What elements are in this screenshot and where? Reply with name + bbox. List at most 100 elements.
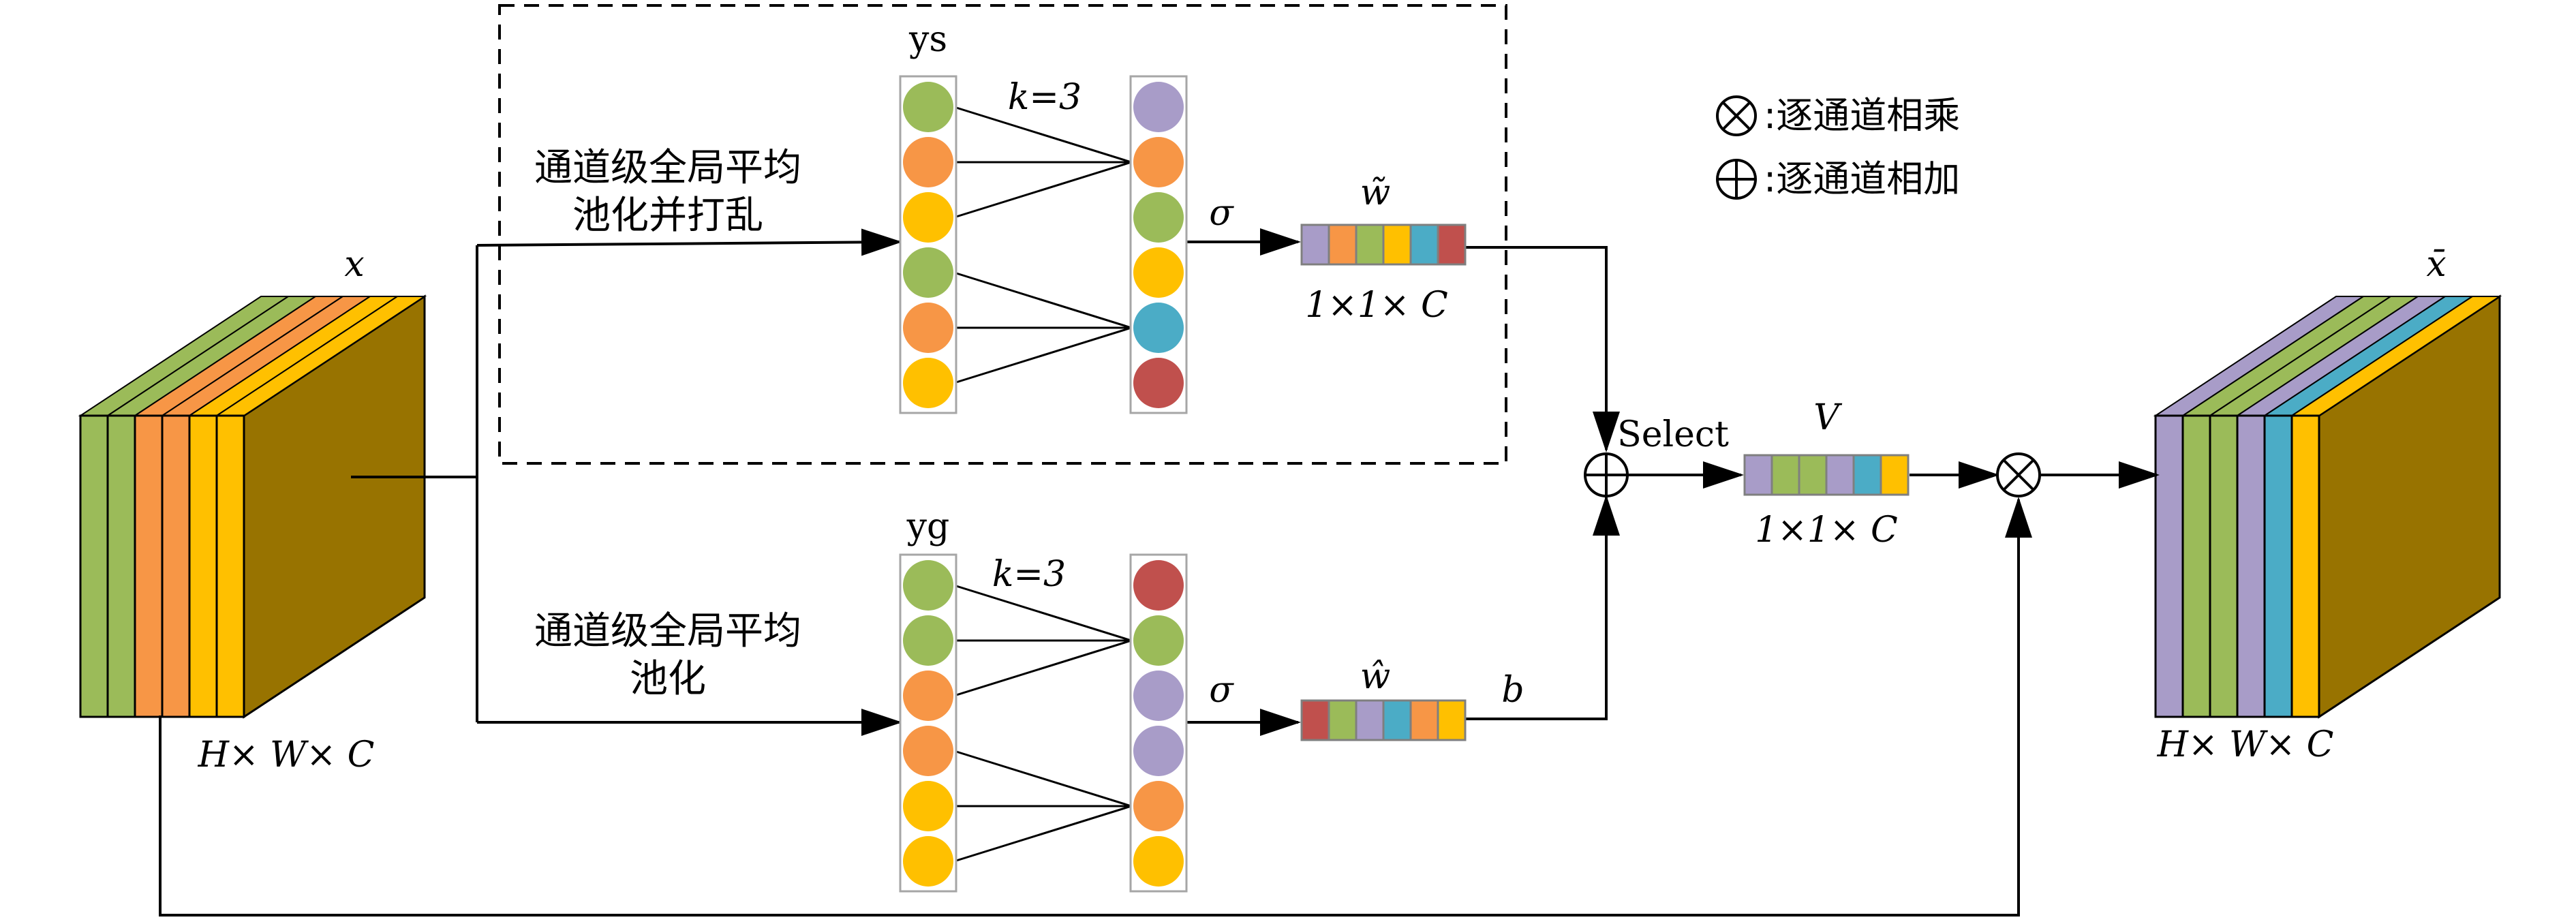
- sigma-bottom-label: σ: [1209, 670, 1234, 711]
- w-hat-cell: [1328, 699, 1358, 741]
- input-layer: [161, 414, 191, 718]
- yg-out-channel-circle: [1133, 726, 1184, 776]
- conv-line: [953, 584, 1132, 642]
- yg-conv-output-column: [1129, 553, 1188, 893]
- ys-conv-output-column: [1129, 75, 1188, 414]
- output-dims-label: H× W× C: [2157, 724, 2334, 765]
- v-label: V: [1813, 397, 1842, 438]
- v-cell: [1743, 454, 1773, 496]
- input-feature-map: [78, 294, 427, 719]
- v-cell: [1825, 454, 1855, 496]
- ys-out-channel-circle: [1133, 247, 1184, 298]
- w-hat-cell: [1382, 699, 1412, 741]
- yg-column-frame: [899, 553, 957, 893]
- k-bottom-label: k=3: [992, 554, 1066, 595]
- yg-out-channel-circle: [1133, 615, 1184, 666]
- legend-add-icon: [1716, 159, 1757, 200]
- plain-branch-label-line2: 池化: [630, 657, 706, 701]
- output-feature-map: [2153, 294, 2502, 719]
- yg-channel-circle: [903, 726, 953, 776]
- skip-connection-line: [159, 497, 2032, 917]
- plain-branch-label-line1: 通道级全局平均: [534, 609, 801, 653]
- ys-out-channel-circle: [1133, 192, 1184, 243]
- input-layer: [134, 414, 164, 718]
- ys-out-column-frame: [1129, 75, 1188, 414]
- input-label: x: [344, 244, 364, 285]
- w-tilde-cell: [1355, 224, 1385, 266]
- ys-channel-circle: [903, 358, 953, 408]
- ys-column-frame: [899, 75, 957, 414]
- legend-add-label: :逐通道相加: [1764, 157, 1960, 200]
- ys-channel-circle: [903, 82, 953, 132]
- w-hat-cell: [1300, 699, 1330, 741]
- ys-channel-circle: [903, 247, 953, 298]
- output-layer: [2181, 414, 2211, 718]
- input-dims-label: H× W× C: [198, 735, 375, 775]
- yg-channel-circle: [903, 836, 953, 887]
- multiply-operator-icon: [1996, 452, 2041, 497]
- shuffle-branch-box: [498, 4, 1507, 465]
- w-hat-cell: [1355, 699, 1385, 741]
- yg-out-channel-circle: [1133, 781, 1184, 831]
- output-layer: [2236, 414, 2266, 718]
- v-cell: [1852, 454, 1882, 496]
- ys-out-channel-circle: [1133, 82, 1184, 132]
- w-tilde-dims-label: 1×1× C: [1305, 285, 1448, 326]
- w-hat-label: ŵ: [1360, 656, 1391, 697]
- conv-connections: [953, 106, 1132, 863]
- output-layer: [2263, 414, 2293, 718]
- ys-channel-circle: [903, 192, 953, 243]
- yg-channel-circle: [903, 781, 953, 831]
- conv-line: [953, 326, 1132, 384]
- sigma-top-label: σ: [1209, 193, 1234, 234]
- k-top-label: k=3: [1008, 77, 1082, 118]
- input-layer: [188, 414, 218, 718]
- conv-line: [953, 639, 1132, 697]
- w-tilde-cell: [1382, 224, 1412, 266]
- yg-out-channel-circle: [1133, 836, 1184, 887]
- add-operator-icon: [1584, 452, 1629, 497]
- conv-line: [953, 271, 1132, 329]
- connectors: [159, 228, 2160, 917]
- output-layer: [2209, 414, 2239, 718]
- w-tilde-vector: [1300, 224, 1467, 266]
- w-tilde-cell: [1409, 224, 1439, 266]
- v-cell: [1880, 454, 1910, 496]
- select-label: Select: [1617, 414, 1729, 455]
- w-tilde-cell: [1300, 224, 1330, 266]
- conv-line: [953, 805, 1132, 863]
- output-label: x̄: [2426, 244, 2446, 285]
- v-cell: [1798, 454, 1828, 496]
- conv-line: [953, 106, 1132, 164]
- v-vector: [1743, 454, 1910, 496]
- w-tilde-to-add: [1465, 246, 1620, 452]
- output-layer: [2290, 414, 2320, 718]
- yg-channel-circle: [903, 671, 953, 721]
- ys-label: ys: [908, 19, 947, 60]
- w-tilde-label: w̃: [1360, 172, 1391, 213]
- ys-out-channel-circle: [1133, 137, 1184, 187]
- legend: :逐通道相乘 :逐通道相加: [1716, 94, 1960, 200]
- shuffle-branch-label-line1: 通道级全局平均: [534, 146, 801, 190]
- yg-out-channel-circle: [1133, 671, 1184, 721]
- b-label: b: [1501, 670, 1524, 711]
- yg-column: [899, 553, 957, 893]
- yg-channel-circle: [903, 615, 953, 666]
- w-hat-vector: [1300, 699, 1467, 741]
- yg-out-column-frame: [1129, 553, 1188, 893]
- ys-out-channel-circle: [1133, 303, 1184, 353]
- conv-line: [953, 750, 1132, 807]
- yg-channel-circle: [903, 560, 953, 611]
- ys-column: [899, 75, 957, 414]
- w-hat-to-add: [1465, 495, 1620, 720]
- arrow-to-ys: [476, 228, 902, 256]
- ys-out-channel-circle: [1133, 358, 1184, 408]
- legend-multiply-label: :逐通道相乘: [1764, 94, 1960, 137]
- input-layer: [106, 414, 136, 718]
- w-hat-cell: [1437, 699, 1467, 741]
- v-dims-label: 1×1× C: [1755, 510, 1898, 551]
- w-hat-cell: [1409, 699, 1439, 741]
- ys-channel-circle: [903, 303, 953, 353]
- legend-multiply-icon: [1716, 95, 1757, 136]
